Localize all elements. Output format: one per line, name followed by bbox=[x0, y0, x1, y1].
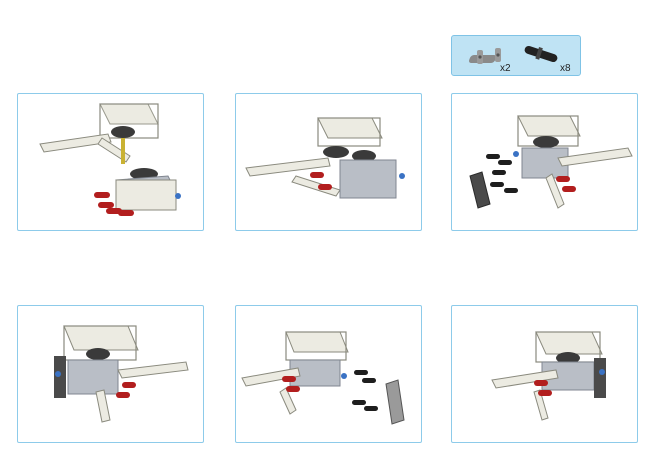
step-3-panel bbox=[451, 93, 638, 231]
red-pins bbox=[94, 192, 134, 216]
gearbox-part bbox=[115, 175, 177, 211]
grey-beam-part bbox=[54, 356, 66, 398]
blue-pin bbox=[399, 173, 405, 179]
grey-beam-part bbox=[385, 379, 405, 425]
grey-beam-part bbox=[594, 358, 606, 398]
frame-part bbox=[317, 117, 383, 147]
step-5-panel bbox=[235, 305, 422, 443]
step-6-panel bbox=[451, 305, 638, 443]
red-pins bbox=[556, 176, 576, 192]
black-pin-part-icon bbox=[524, 45, 558, 63]
gear-part bbox=[533, 136, 559, 148]
red-pins bbox=[310, 172, 332, 190]
gearbox-part bbox=[67, 359, 119, 395]
step-1-illustration bbox=[39, 103, 181, 216]
claw-arm-part bbox=[545, 147, 633, 209]
blue-pin bbox=[55, 371, 61, 377]
gear-part bbox=[556, 352, 580, 364]
parts-callout: x2 x8 bbox=[451, 35, 581, 76]
red-pins bbox=[282, 376, 300, 392]
step-2-panel bbox=[235, 93, 422, 231]
step-6-illustration bbox=[491, 331, 606, 421]
loose-black-pins bbox=[352, 370, 378, 411]
claw-arm-part bbox=[491, 369, 559, 421]
step-5-illustration bbox=[241, 331, 405, 425]
gearbox-part bbox=[339, 159, 397, 199]
step-4-panel bbox=[17, 305, 204, 443]
step-1-panel bbox=[17, 93, 204, 231]
gear-part bbox=[323, 146, 376, 162]
red-pins bbox=[534, 380, 552, 396]
step-2-illustration bbox=[245, 117, 405, 199]
claw-arm-part bbox=[39, 133, 131, 163]
pin-quantity: x8 bbox=[560, 63, 571, 74]
blue-pin bbox=[175, 193, 181, 199]
parts-callout-art bbox=[468, 45, 558, 64]
loose-black-pins bbox=[486, 154, 518, 193]
frame-part bbox=[535, 331, 603, 363]
gear-part bbox=[86, 348, 110, 360]
blue-pin bbox=[513, 151, 519, 157]
claw-arm-part bbox=[241, 367, 301, 415]
step-3-illustration bbox=[469, 115, 633, 209]
blue-pin bbox=[599, 369, 605, 375]
frame-part bbox=[285, 331, 349, 361]
step-4-illustration bbox=[54, 325, 189, 423]
blue-pin bbox=[341, 373, 347, 379]
grey-beam-part bbox=[469, 171, 491, 209]
beam-3-module-part-icon bbox=[468, 48, 501, 64]
frame-part bbox=[99, 103, 159, 139]
claw-arm-part bbox=[245, 157, 341, 197]
red-pins bbox=[116, 382, 136, 398]
claw-arm-part bbox=[95, 361, 189, 423]
beam-quantity: x2 bbox=[500, 63, 511, 74]
